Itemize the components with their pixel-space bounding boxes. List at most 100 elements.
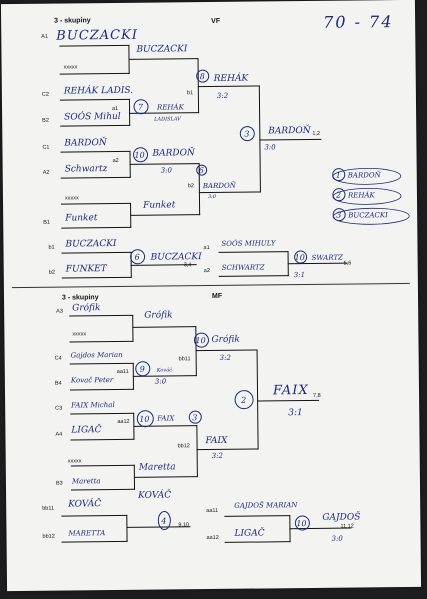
score: 3:0 bbox=[207, 193, 217, 201]
bracket-line bbox=[218, 251, 289, 253]
slot-label: a1 bbox=[203, 245, 210, 252]
bracket-line bbox=[70, 438, 135, 441]
slot-label: A1 bbox=[41, 33, 49, 40]
bracket-line bbox=[224, 541, 291, 543]
circled-number: 10 bbox=[294, 250, 308, 264]
winner-cons-left: KOVÁČ bbox=[138, 490, 172, 501]
winner-r1-top: Grófik bbox=[144, 310, 173, 321]
winner-r1-maretta: Maretta bbox=[138, 462, 176, 473]
player-cons-a1: SOÓS MIHULY bbox=[221, 239, 276, 248]
ranking-name-1: BARDOŇ bbox=[347, 171, 381, 180]
section-divider bbox=[11, 282, 410, 289]
svg-text:10: 10 bbox=[295, 253, 305, 262]
slot-label: aa11 bbox=[116, 368, 129, 375]
player-cons-b2: FUNKET bbox=[65, 264, 107, 275]
winner-cons-right: SWARTZ bbox=[311, 253, 344, 262]
player-a4: LIGAČ bbox=[71, 425, 102, 436]
bracket-line bbox=[195, 349, 258, 352]
bracket-line bbox=[69, 388, 134, 391]
player-a3: Grófik bbox=[72, 303, 101, 314]
slot-label: a2 bbox=[203, 268, 210, 275]
slot-label: B4 bbox=[54, 380, 62, 387]
bye-marker: xxxxx bbox=[72, 331, 87, 338]
bracket-line bbox=[128, 58, 199, 60]
svg-text:1: 1 bbox=[336, 171, 341, 180]
circled-number: 2 bbox=[234, 390, 254, 410]
slot-label: a2 bbox=[112, 157, 119, 165]
svg-text:8: 8 bbox=[200, 72, 205, 81]
svg-text:3: 3 bbox=[336, 211, 341, 220]
bracket-line bbox=[60, 124, 131, 127]
score: 3:0 bbox=[160, 166, 172, 175]
final-tag: 1,2 bbox=[312, 130, 321, 137]
slot-label: A4 bbox=[55, 431, 63, 438]
bracket-line bbox=[70, 464, 135, 467]
slot-label: bb12 bbox=[177, 443, 190, 450]
slot-label: aa12 bbox=[117, 418, 130, 425]
bracket-line bbox=[133, 425, 198, 427]
player-cons-bb11: KOVÁČ bbox=[68, 499, 102, 510]
player-a1: BUCZACKI bbox=[56, 27, 139, 44]
winner-r1-mid-sub: LADISLAV bbox=[154, 116, 181, 123]
player-c4: Gajdos Marian bbox=[70, 350, 123, 360]
player-b3: Maretta bbox=[71, 477, 101, 486]
winner-cons-left: BUCZACKI bbox=[150, 252, 202, 263]
bracket-line bbox=[257, 399, 320, 402]
bracket-line bbox=[132, 314, 134, 342]
score: 3:0 bbox=[154, 377, 167, 386]
slot-label: A2 bbox=[42, 169, 50, 176]
score: 3:1 bbox=[288, 408, 303, 419]
winner-cons-right: GAJDOŠ bbox=[322, 512, 361, 523]
player-a2: Schwartz bbox=[64, 164, 108, 175]
bracket-line bbox=[59, 44, 130, 47]
bracket-line bbox=[69, 314, 134, 317]
circled-number: 9 bbox=[135, 361, 151, 377]
svg-text:3: 3 bbox=[244, 130, 249, 139]
player-cons-b1: BUCZACKI bbox=[65, 238, 117, 250]
circled-number: 3 bbox=[188, 410, 202, 424]
slot-label: B1 bbox=[43, 219, 50, 226]
bracket-line bbox=[59, 72, 130, 75]
bracket-line bbox=[218, 275, 289, 277]
player-cons-aa11: GAJDOŠ MARIAN bbox=[234, 501, 298, 510]
bracket-line bbox=[59, 98, 130, 101]
winner-r1-top: BUCZACKI bbox=[136, 44, 188, 55]
circled-number: 3 bbox=[239, 126, 255, 142]
bye-marker: xxxxx bbox=[67, 458, 82, 465]
bracket-line bbox=[197, 85, 260, 88]
slot-label: C2 bbox=[41, 91, 49, 98]
svg-text:2: 2 bbox=[240, 396, 246, 405]
winner-r1-faix: FAIX bbox=[157, 414, 175, 423]
slot-label: A3 bbox=[56, 308, 63, 315]
bracket-line bbox=[259, 138, 322, 141]
winner-r1-funket: Funket bbox=[143, 200, 176, 211]
slot-label: B2 bbox=[42, 117, 49, 124]
slot-label: aa12 bbox=[206, 534, 219, 542]
svg-text:7: 7 bbox=[138, 103, 144, 112]
slot-label: C3 bbox=[55, 405, 63, 412]
bracket-line bbox=[196, 425, 198, 478]
bracket-line bbox=[224, 515, 291, 517]
bracket-line bbox=[129, 112, 200, 114]
player-b4: Kovač Peter bbox=[70, 376, 114, 385]
winner-final: FAIX bbox=[272, 382, 309, 399]
slot-label: bb12 bbox=[42, 533, 55, 540]
bracket-line bbox=[61, 514, 128, 517]
ranking-circle-1: 1 bbox=[332, 168, 346, 182]
bracket-line bbox=[129, 163, 200, 165]
round-label-mf: MF bbox=[211, 292, 223, 300]
circled-number: 6 bbox=[130, 249, 146, 265]
winner-sf-grofik: Grófik bbox=[211, 334, 240, 345]
bracket-line bbox=[61, 202, 132, 205]
bracket-line bbox=[198, 191, 261, 194]
winner-r1-bardon: BARDOŇ bbox=[152, 148, 195, 159]
slot-label: C1 bbox=[42, 144, 50, 151]
svg-text:4: 4 bbox=[160, 516, 166, 525]
bracket-line bbox=[61, 251, 132, 254]
bracket-line bbox=[133, 476, 198, 478]
score: 3:1 bbox=[293, 271, 306, 280]
bracket-line bbox=[69, 340, 134, 343]
circled-number: 10 bbox=[136, 410, 154, 428]
svg-text:6: 6 bbox=[135, 253, 140, 262]
bracket-line bbox=[61, 276, 132, 279]
